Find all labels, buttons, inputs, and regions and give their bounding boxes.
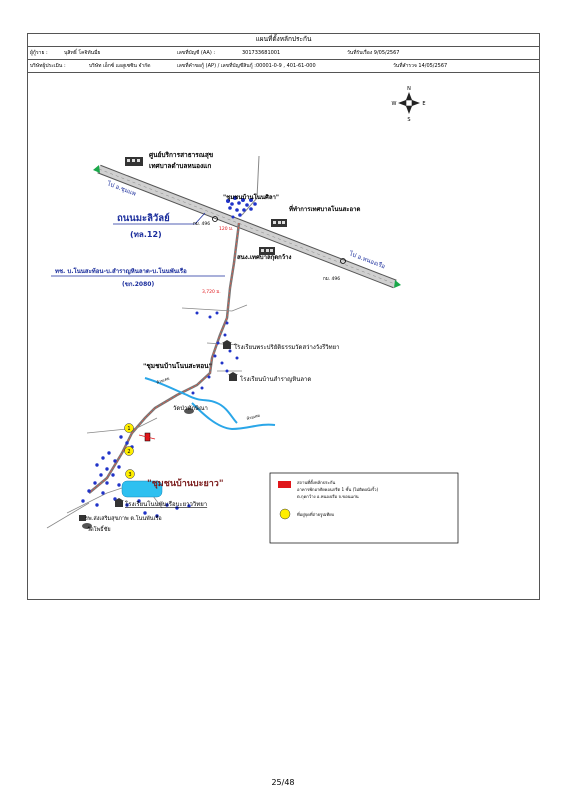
temple-2-label: วัดโพธิ์ชัย [87,525,111,533]
legend-property-line-1: สถานที่ตั้งหลักประกัน [297,479,335,485]
page-number: 25/48 [271,778,295,787]
compass-n: N [407,86,411,92]
km-post-2-icon [340,258,346,264]
road-name-label: ถนนมะลิวัลย์ [117,212,170,224]
school-2-label: โรงเรียนบ้านสำราญหินลาด [240,375,311,383]
village-dots [81,196,257,518]
school-1-icon [222,340,232,349]
owner-label: ผู้กู้ราย : [30,50,48,56]
km-post-2-label: กม. 496 [323,276,340,282]
account-label: เลขที่บัญชี (AA) : [177,50,216,56]
road-name-leader [194,212,206,225]
checkpoint-3: 3 [125,469,135,479]
distance-2-label: 120 ม. [219,226,233,232]
north-road [241,155,260,216]
pond [121,480,163,498]
health-center-label-2: เทศบาลตำบลหนองแก [149,162,211,170]
legend-checkpoint-label: ที่อยู่จุดที่ถ่ายรูปเทียบ [297,511,335,518]
hospital-icon [79,515,86,521]
rural-road-2080 [88,222,241,494]
stream-2 [191,402,276,431]
school-3-icon [114,498,124,507]
legend-property-line-2: อาคารพักอาศัยคอนกรีต 1 ชั้น (ไม่ติดผนังร… [297,486,378,492]
property-pointer [138,434,156,440]
header-row-2: บริษัทผู้ประเมิน : บริษัท เอ็กซ์ แอสูเซซ… [27,60,540,73]
checkpoint-2: 2 [124,446,134,456]
owner-value: นุสิทธิ์ โคจิทันมี่ย [64,50,101,56]
municipal-label: สนง.เทศบาลกุดกว้าง [237,253,292,261]
distance-1-label: 3,720 ม. [202,289,221,295]
minor-road-1 [181,304,248,312]
location-map: N S E W [46,86,459,544]
arrow-to-chumphae-icon [93,165,100,173]
appraiser-label: บริษัทผู้ประเมิน : [30,63,66,69]
municipal-building-icon [259,247,275,255]
account-value: 301733681001 [242,50,281,56]
temple-1-label: วัดป่าทักษิณา [173,405,208,412]
temple-2-icon [82,523,92,529]
route-name-label: ทช. บ.โนนสะท้อน-บ.สำราญหินลาด-บ.โนนพันเร… [55,267,187,275]
received-date: วันที่รับเรื่อง 9/05/2567 [347,50,400,56]
compass-e: E [422,101,425,107]
route-code-label: (ขก.2080) [122,281,154,288]
compass: N S E W [392,86,426,123]
legend-checkpoint-swatch [279,508,291,520]
km-post-1-icon [212,216,218,222]
legend-property-swatch [278,481,291,488]
route-dashed [88,222,240,494]
municipal-office-label: ที่ทำการเทศบาลโนนสะอาด [289,204,361,213]
stream-2-label: ห้วยเตย [246,413,260,421]
hospital-label: รพ.ส่งเสริมสุขภาพ ต.โนนพันเรือ [85,514,162,522]
stream-1 [144,377,238,424]
reference-label: เลขที่คำขอกู้ (AP) / เลขที่บัญชีสินกู้ :… [177,63,316,69]
school-2-icon [228,372,238,381]
minor-road-6 [46,502,90,529]
checkpoint-1-label: 1 [127,426,130,432]
community-nonsila-label: "ชุมชนบ้านโนนศิลา" [223,193,279,201]
appraiser-value: บริษัท เอ็กซ์ แอสูเซซิน จำกัด [89,63,151,69]
legend-box [269,472,459,544]
legend-property-line-3: ต.กุดกว้าง อ.หนองเรือ จ.ขอนแก่น [297,494,359,500]
health-center-label-1: ศูนย์บริการสาธารณสุข [149,151,213,160]
school-3-label: โรงเรียนโนนพันเรือบะยาววิทยา [125,500,207,508]
school-1-label: โรงเรียนพระปริยัติธรรมวัดสว่างวังรีวิทยา [234,343,340,351]
municipal-office-building-icon [271,219,287,227]
checkpoint-3-label: 3 [128,472,131,478]
checkpoint-1: 1 [124,423,134,433]
map-frame [27,33,540,600]
survey-date: วันที่สำรวจ 14/05/2567 [393,63,448,69]
arrow-to-nongruea-icon [394,280,401,288]
road-code-label: (ทล.12) [130,230,162,239]
temple-1-icon [184,408,194,414]
checkpoint-2-label: 2 [127,449,130,455]
km-post-1-label: กม. 496 [193,221,210,227]
map-legend: สถานที่ตั้งหลักประกัน อาคารพักอาศัยคอนกร… [269,472,459,544]
highway-12 [93,164,401,289]
stream-1-label: ห้วยเตย [156,376,170,385]
community-bayao-label: "ชุมชนบ้านบะยาว" [147,478,224,489]
compass-s: S [407,117,410,123]
header-row-1: ผู้กู้ราย : นุสิทธิ์ โคจิทันมี่ย เลขที่บ… [27,47,540,60]
community-nonsahon-label: "ชุมชนบ้านโนนสะหอน" [143,361,212,370]
health-center-building-icon [125,157,143,166]
minor-road-4 [86,417,158,434]
compass-w: W [392,101,397,107]
header-title: แผนที่ตั้งหลักประกัน [27,33,540,47]
